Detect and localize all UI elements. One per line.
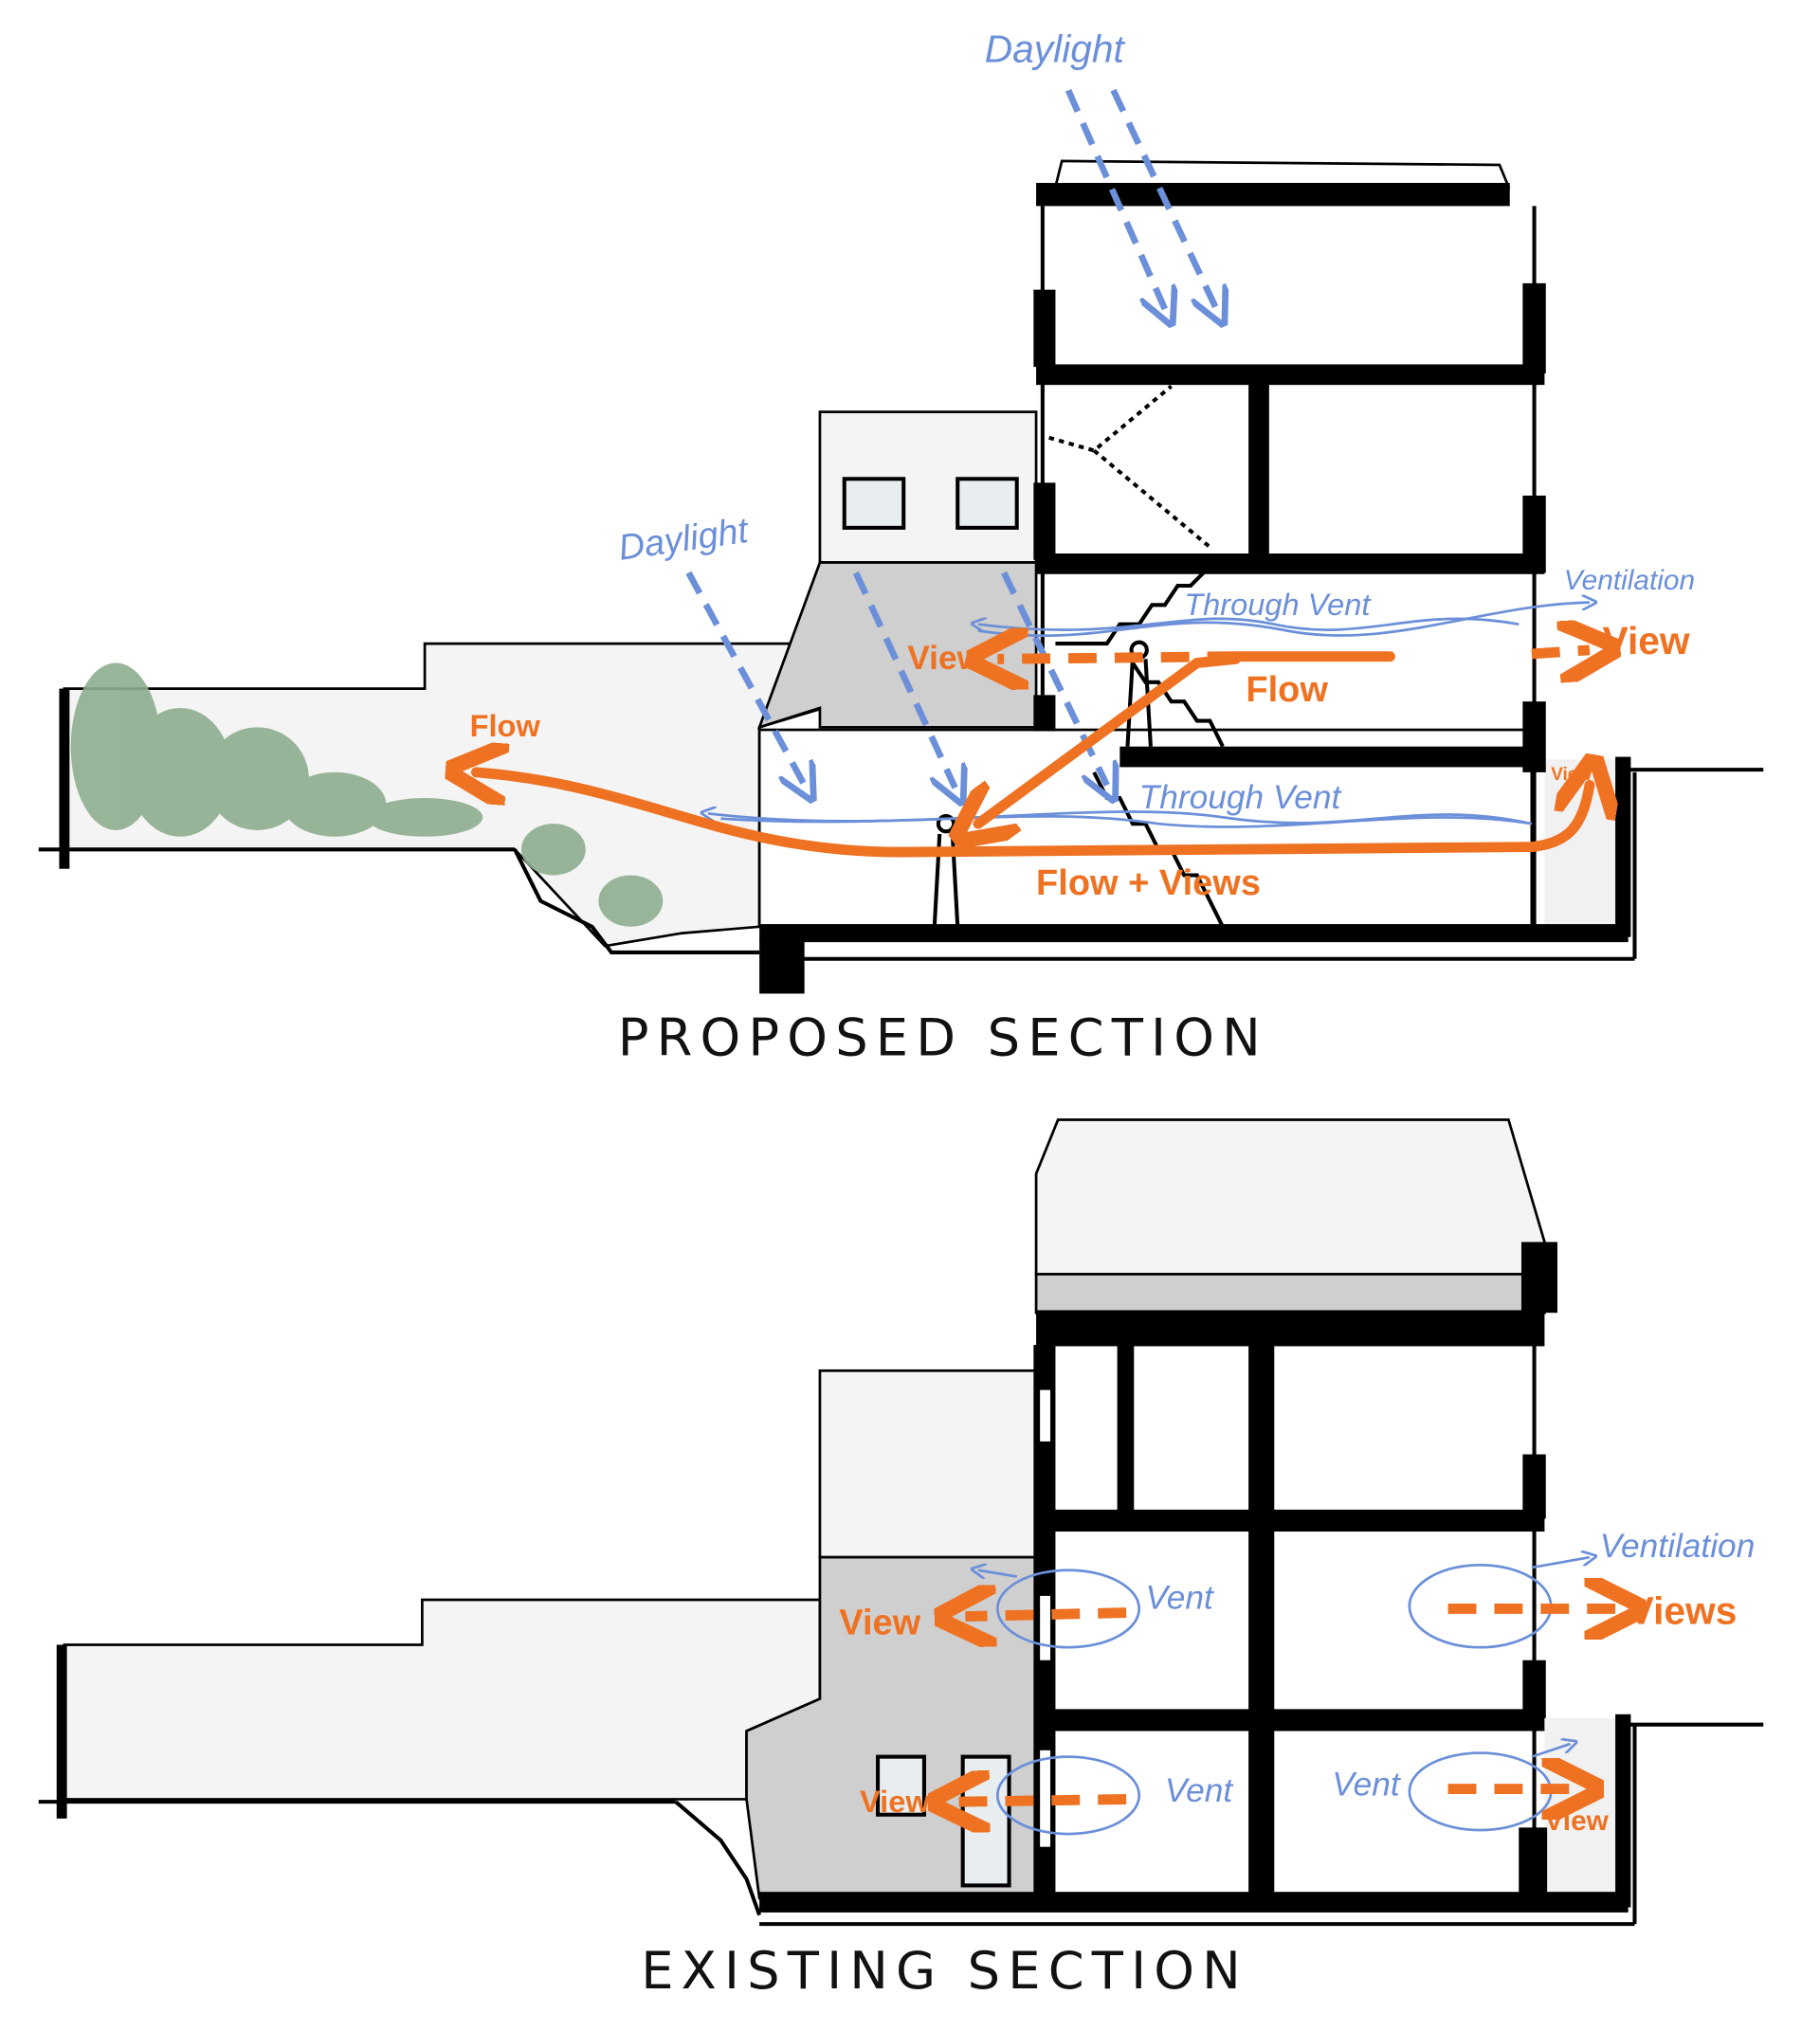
ventilation-loop: [995, 1755, 1141, 1836]
floor-slab: [1036, 1509, 1545, 1532]
wall-right: [1522, 1454, 1546, 1519]
label-vent: Vent: [1145, 1579, 1214, 1616]
view-arrow: [1531, 650, 1590, 654]
chimney: [1520, 1242, 1557, 1314]
ground-hatch: [38, 768, 1764, 961]
label-through-vent: Through Vent: [1139, 779, 1343, 816]
stair: [1055, 571, 1206, 646]
daylight-arrow: [1065, 88, 1165, 309]
flow-arrow: [1526, 785, 1590, 853]
floor-slab: [1036, 1709, 1545, 1732]
label-ventilation: Ventilation: [1564, 565, 1695, 596]
flow-arrow: [978, 653, 1241, 824]
section-caption: PROPOSED SECTION: [618, 1008, 1268, 1068]
annex-upper: [818, 1369, 1038, 1559]
ventilation-loop: [1408, 1563, 1553, 1649]
retaining-wall: [1615, 756, 1631, 937]
label-view: View: [1551, 765, 1592, 785]
roof-slab: [1036, 182, 1510, 207]
label-flow: Flow: [470, 709, 541, 743]
annex-window: [876, 1754, 926, 1817]
pitched-roof: [1034, 1118, 1546, 1276]
ventilation-loop: [995, 1569, 1141, 1649]
label-flow-views: Flow + Views: [1036, 863, 1261, 903]
label-vent: Vent: [1332, 1766, 1401, 1803]
ventilation-arrow: [977, 603, 1590, 638]
column: [1248, 383, 1269, 554]
ventilation-arrow: [720, 814, 1533, 828]
annex-door: [960, 1754, 1011, 1888]
wall-right: [1519, 1827, 1548, 1898]
column: [1117, 1345, 1135, 1513]
label-ventilation: Ventilation: [1600, 1528, 1756, 1565]
label-through-vent: Through Vent: [1184, 588, 1372, 622]
label-daylight: Daylight: [616, 511, 752, 569]
view-arrow: [997, 657, 1236, 660]
view-arrow: [959, 1799, 1127, 1802]
section-caption: EXISTING SECTION: [641, 1941, 1248, 2001]
daylight-arrow: [685, 571, 804, 785]
label-vent: Vent: [1165, 1772, 1234, 1809]
window-gap: [1040, 1595, 1051, 1660]
label-view: View: [907, 640, 983, 677]
fence-post: [56, 1644, 67, 1819]
floor-slab: [1036, 364, 1545, 386]
label-flow: Flow: [1246, 670, 1328, 710]
label-view: View: [1544, 1805, 1609, 1837]
label-views: Views: [1629, 1589, 1738, 1633]
view-arrow: [965, 1613, 1127, 1617]
fence-post: [59, 688, 70, 869]
column: [1248, 1345, 1275, 1898]
planting: [70, 662, 1616, 927]
label-view: View: [1603, 619, 1690, 662]
daylight-arrow: [852, 571, 956, 788]
ventilation-loop: [1408, 1751, 1553, 1832]
annex-lower: [756, 561, 1038, 730]
flow-arrow: [476, 772, 1538, 858]
floor-slab: [1036, 553, 1545, 574]
label-view: View: [839, 1604, 920, 1643]
ground-hatch: [38, 1722, 1764, 1927]
daylight-arrow: [1001, 571, 1107, 785]
ventilation-arrow: [978, 619, 1520, 630]
window-gap: [1040, 1389, 1051, 1442]
floor-slab: [1119, 746, 1545, 768]
existing-section: Ventilation View Vent Views View Vent Ve…: [38, 1118, 1764, 2001]
wall-left: [1033, 695, 1056, 732]
floor-slab: [1036, 1310, 1545, 1347]
label-view: View: [860, 1785, 930, 1819]
annex-window: [842, 477, 906, 530]
roof-void: [1034, 1273, 1546, 1315]
wall-right: [1522, 1659, 1546, 1718]
annex-window: [956, 477, 1019, 530]
window-gap: [1040, 1750, 1051, 1847]
footing: [759, 939, 805, 994]
daylight-arrow: [1110, 88, 1217, 309]
ground-slab: [759, 924, 1629, 943]
proposed-section: Daylight Daylight Ventilation Through Ve…: [38, 27, 1764, 1068]
garden-terrace: [63, 1598, 822, 1801]
label-daylight: Daylight: [985, 27, 1126, 70]
retaining-wall: [1615, 1714, 1631, 1908]
ground-slab: [759, 1892, 1629, 1913]
